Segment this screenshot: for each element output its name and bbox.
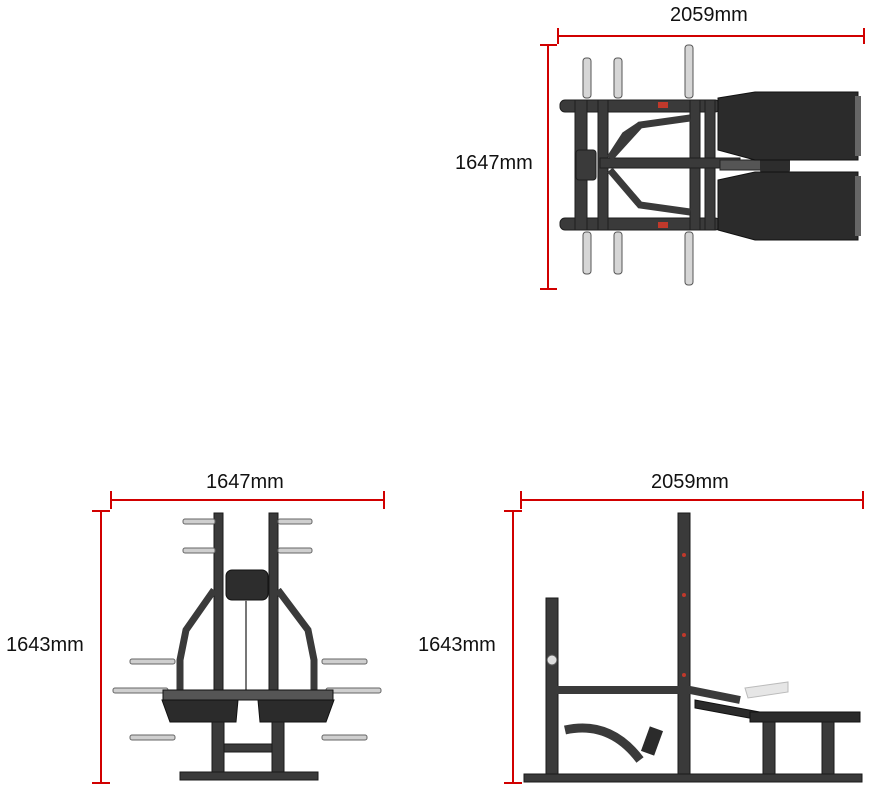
top-view-logo-mark bbox=[658, 102, 668, 108]
side-view-bracket bbox=[640, 726, 664, 756]
front-view-machine bbox=[112, 512, 382, 781]
top-view-logo-mark bbox=[658, 222, 668, 228]
top-view-depth-label: 1647mm bbox=[455, 152, 533, 174]
side-view-weight-horn-end bbox=[546, 654, 558, 666]
top-view-machine bbox=[559, 44, 861, 286]
front-view-side-weight-horns bbox=[112, 658, 382, 741]
front-view-foot-pads bbox=[161, 689, 335, 723]
top-view-foot-pads bbox=[717, 91, 861, 241]
top-view-width-label: 2059mm bbox=[670, 4, 748, 26]
top-view-dimension-lines bbox=[540, 28, 865, 290]
front-view-top-weight-horns bbox=[182, 518, 313, 554]
side-view-foot-pad bbox=[749, 711, 861, 723]
side-view-adjuster-ghost bbox=[744, 681, 789, 699]
front-view-back-pad bbox=[225, 569, 269, 601]
side-view-dimension-lines bbox=[504, 491, 864, 784]
front-view-height-label: 1643mm bbox=[6, 634, 84, 656]
side-view-bench-legs bbox=[762, 721, 835, 775]
front-view-arched-frame bbox=[176, 587, 318, 700]
side-view-upright-holes bbox=[682, 553, 686, 677]
front-view-dimension-lines bbox=[92, 491, 385, 784]
side-view-base-rail bbox=[523, 773, 863, 783]
side-view-width-label: 2059mm bbox=[651, 471, 729, 493]
side-view-height-label: 1643mm bbox=[418, 634, 496, 656]
front-view-width-label: 1647mm bbox=[206, 471, 284, 493]
side-view-tall-upright bbox=[677, 512, 691, 779]
top-view-curved-arms bbox=[607, 114, 691, 216]
side-view-machine bbox=[523, 512, 863, 783]
top-view-frame bbox=[559, 99, 741, 231]
side-view-curved-support bbox=[564, 723, 644, 763]
front-view-base bbox=[179, 721, 319, 781]
top-view-weight-horns bbox=[582, 44, 694, 286]
side-view-lever-arm bbox=[555, 686, 741, 704]
